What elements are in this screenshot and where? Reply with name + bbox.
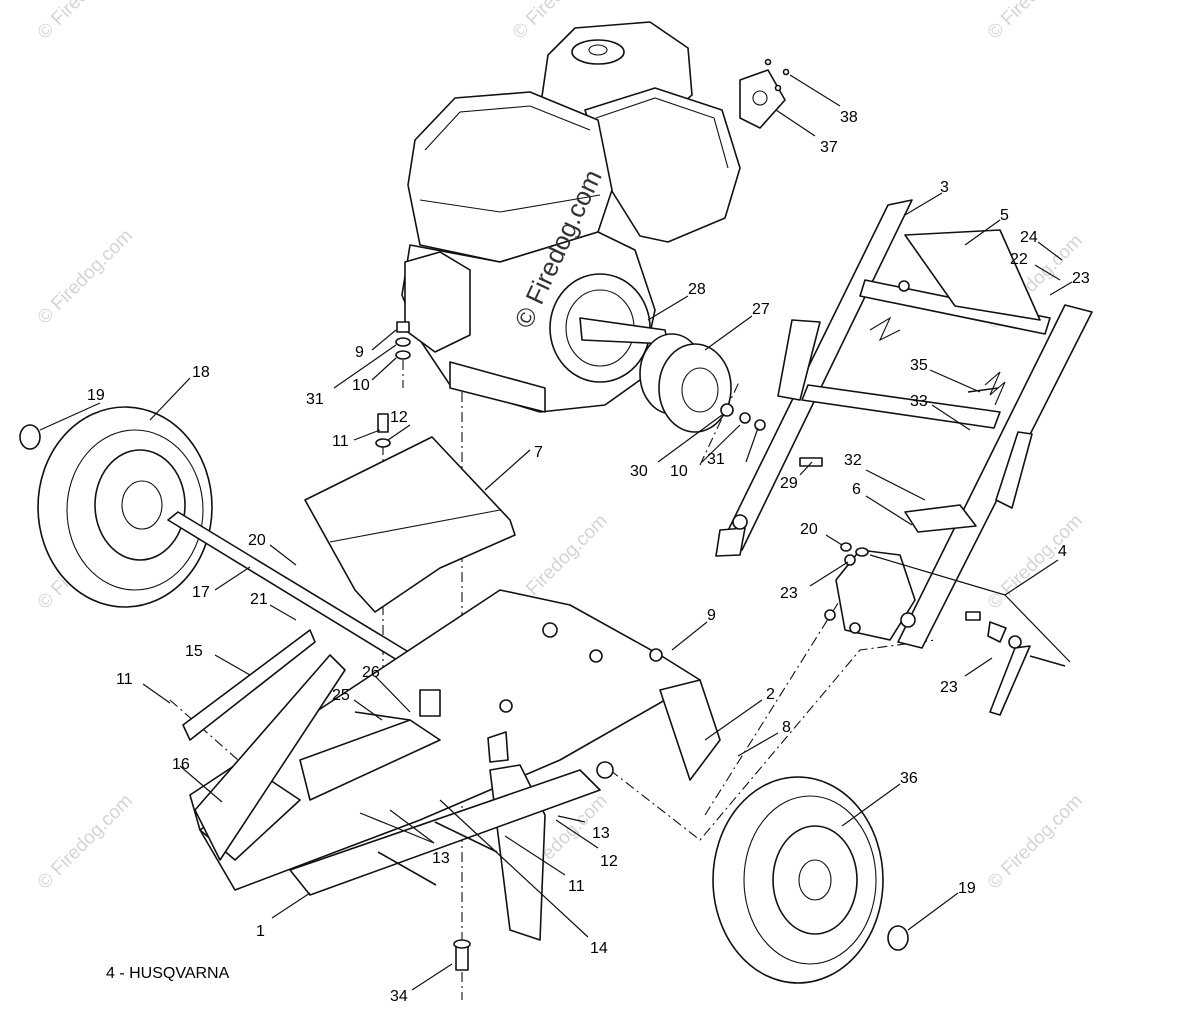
callout-17: 17 xyxy=(192,584,210,601)
pulley xyxy=(639,333,766,433)
callout-1: 1 xyxy=(256,923,265,940)
main-chassis xyxy=(189,589,721,941)
callout-12-lower: 12 xyxy=(600,853,618,870)
base-channel xyxy=(289,769,601,896)
engine-fasteners xyxy=(375,321,411,448)
callout-34: 34 xyxy=(390,988,408,1005)
callout-10-right: 10 xyxy=(670,463,688,480)
callout-19-right: 19 xyxy=(958,880,976,897)
leader-lines xyxy=(39,74,1073,991)
callout-32: 32 xyxy=(844,452,862,469)
callout-13-right: 13 xyxy=(592,825,610,842)
callout-15: 15 xyxy=(185,643,203,660)
callout-4: 4 xyxy=(1058,543,1067,560)
callout-9-top: 9 xyxy=(355,344,364,361)
callout-23-top: 23 xyxy=(1072,270,1090,287)
latch-lever xyxy=(965,611,1066,716)
callout-33: 33 xyxy=(910,393,928,410)
callout-2: 2 xyxy=(766,686,775,703)
axle-bracket xyxy=(824,542,916,641)
callout-31-left: 31 xyxy=(306,391,324,408)
callout-21: 21 xyxy=(250,591,268,608)
callout-31-right: 31 xyxy=(707,451,725,468)
watermark-8: © Firedog.com xyxy=(984,510,1087,613)
callout-6: 6 xyxy=(852,481,861,498)
bearing-flange xyxy=(739,58,790,129)
callout-13-left: 13 xyxy=(432,850,450,867)
watermark-11: © Firedog.com xyxy=(984,790,1087,893)
callout-20-right: 20 xyxy=(800,521,818,538)
callout-35: 35 xyxy=(910,357,928,374)
rear-wheel xyxy=(19,406,213,608)
callout-26: 26 xyxy=(362,664,380,681)
rods xyxy=(354,711,498,886)
callout-18: 18 xyxy=(192,364,210,381)
callout-12-upper: 12 xyxy=(390,409,408,426)
callout-30: 30 xyxy=(630,463,648,480)
callout-9-mid: 9 xyxy=(707,607,716,624)
callout-16: 16 xyxy=(172,756,190,773)
callout-36: 36 xyxy=(900,770,918,787)
engine xyxy=(401,21,741,413)
callout-25: 25 xyxy=(332,687,350,704)
callout-14: 14 xyxy=(590,940,608,957)
callout-3: 3 xyxy=(940,179,949,196)
callout-5: 5 xyxy=(1000,207,1009,224)
callout-37: 37 xyxy=(820,139,838,156)
watermark-1: © Firedog.com xyxy=(34,0,137,44)
side-plate xyxy=(182,629,346,861)
front-wheel xyxy=(712,776,909,984)
callout-20-left: 20 xyxy=(248,532,266,549)
watermark-9: © Firedog.com xyxy=(34,790,137,893)
callout-10-left: 10 xyxy=(352,377,370,394)
callout-11-lower: 11 xyxy=(568,878,585,895)
watermark-3: © Firedog.com xyxy=(984,0,1087,44)
diagram-caption: 4 - HUSQVARNA xyxy=(106,965,230,982)
callout-23-mid: 23 xyxy=(780,585,798,602)
callout-29: 29 xyxy=(780,475,798,492)
handle-frame xyxy=(715,199,1093,649)
callout-24: 24 xyxy=(1020,229,1038,246)
callout-23-low: 23 xyxy=(940,679,958,696)
callout-7: 7 xyxy=(534,444,543,461)
callout-11-upper: 11 xyxy=(332,433,349,450)
deflector xyxy=(304,436,516,613)
callouts: 38 37 3 5 24 22 23 28 27 9 31 10 35 33 1… xyxy=(87,109,1090,1005)
callout-27: 27 xyxy=(752,301,770,318)
callout-28: 28 xyxy=(688,281,706,298)
callout-19-left: 19 xyxy=(87,387,105,404)
callout-22: 22 xyxy=(1010,251,1028,268)
callout-11-left: 11 xyxy=(116,671,133,688)
callout-38: 38 xyxy=(840,109,858,126)
callout-8: 8 xyxy=(782,719,791,736)
bottom-bolt xyxy=(453,939,471,971)
watermark-4: © Firedog.com xyxy=(34,225,137,328)
